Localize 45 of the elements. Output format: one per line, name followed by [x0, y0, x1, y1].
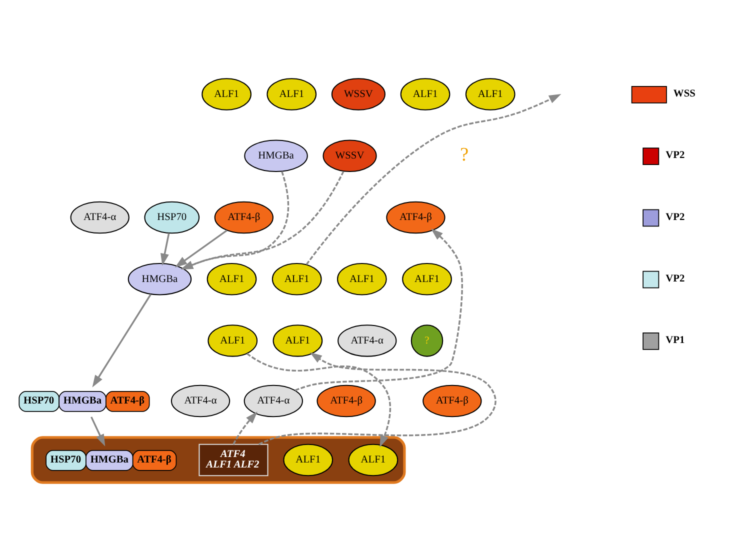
label: ? [460, 144, 469, 166]
node-ellipse: ALF1 [272, 262, 322, 295]
arrow [160, 232, 170, 266]
arrow [90, 416, 106, 446]
node-ellipse: ATF4-α [70, 200, 130, 234]
node-ellipse: ATF4-α [338, 324, 397, 356]
node-ellipse: HMGBa [128, 262, 192, 295]
node-ellipse: WSSV [331, 78, 386, 110]
node-ellipse: ATF4-β [316, 384, 376, 417]
legend-label: WSS [673, 88, 696, 100]
arrow [174, 229, 228, 267]
node-ellipse: ATF4-β [214, 200, 274, 234]
node-ellipse: ALF1 [465, 78, 516, 110]
arrow [180, 170, 344, 269]
legend-label: VP2 [666, 272, 685, 284]
node-ellipse: ALF1 [206, 262, 257, 295]
legend-label: VP1 [666, 334, 685, 346]
node-ellipse: HMGBa [244, 139, 308, 172]
node-ellipse: ATF4-β [386, 200, 446, 234]
node-circle: ? [410, 324, 444, 356]
node-ellipse: WSSV [322, 139, 377, 172]
node-ellipse: ALF1 [202, 78, 252, 110]
node-ellipse: ALF1 [283, 443, 334, 476]
arrow [294, 228, 463, 391]
node-ellipse: ALF1 [402, 262, 452, 295]
arrow [180, 170, 290, 269]
node-ellipse: ALF1 [208, 324, 258, 356]
node-ellipse: ALF1 [337, 262, 387, 295]
node-ellipse: ALF1 [266, 78, 317, 110]
node-box: ATF4 ALF1 ALF2 [198, 443, 268, 476]
node-ellipse: ATF4-α [170, 384, 230, 417]
node-ellipse: ATF4-β [422, 384, 482, 417]
node-ellipse: ALF1 [348, 443, 398, 476]
node-ellipse: HSP70 [144, 200, 200, 234]
arrow [258, 352, 496, 445]
arrow [246, 352, 392, 447]
node-ellipse: ALF1 [400, 78, 450, 110]
node-ellipse: ATF4-α [244, 384, 303, 417]
arrow [232, 411, 258, 444]
node-ellipse: ALF1 [272, 324, 323, 356]
cluster [30, 436, 406, 484]
legend-label: VP2 [666, 211, 685, 222]
legend-label: VP2 [666, 150, 685, 161]
arrow [306, 94, 562, 265]
arrow [92, 293, 152, 387]
